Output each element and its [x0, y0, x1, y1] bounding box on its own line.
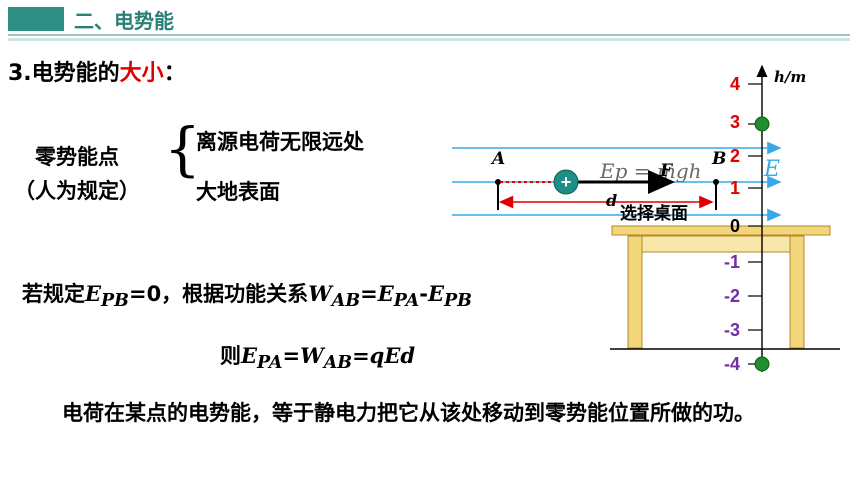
eq1-minus: - — [419, 282, 428, 306]
eq2-sub-ab: AB — [323, 353, 353, 374]
subtitle-highlight: 大小 — [119, 61, 164, 86]
position-dot — [754, 116, 770, 132]
header-title: 二、电势能 — [74, 9, 174, 33]
tick-label: 4 — [730, 74, 740, 94]
position-dot — [754, 356, 770, 372]
zero-point-line2: （人为规定） — [14, 179, 140, 203]
tick-label: 1 — [730, 178, 740, 198]
tick-label: 3 — [730, 112, 740, 132]
axis-label: h/m — [774, 68, 806, 86]
point-b-dot — [713, 179, 719, 185]
equation-work-energy: 若规定EPB=0，根据功能关系WAB=EPA-EPB — [22, 278, 472, 311]
zero-point-line1: 零势能点 — [35, 145, 119, 169]
eq1-var-e: E — [85, 281, 102, 306]
header-divider-shadow — [8, 38, 850, 41]
eq1-equals: = — [360, 282, 378, 306]
charge-sign: + — [561, 172, 572, 192]
eq1-sub-pa: PA — [393, 291, 420, 312]
tick-label: 0 — [730, 216, 740, 236]
point-a-dot — [495, 179, 501, 185]
eq1-sub-ab: AB — [331, 291, 361, 312]
table-label: 选择桌面 — [620, 203, 688, 223]
eq2-var-e: E — [241, 343, 258, 368]
eq2-text: 则 — [220, 344, 241, 368]
header-divider — [8, 34, 850, 36]
eq1-var-w: W — [308, 281, 332, 306]
eq2-sub-pa: PA — [257, 353, 283, 374]
eq2-equals: = — [282, 344, 301, 368]
subtitle-prefix: 3.电势能的 — [8, 61, 120, 86]
eq1-sub-pb2: PB — [443, 291, 472, 312]
force-label: F — [659, 161, 674, 181]
field-label: E — [763, 157, 780, 182]
eq2-var-w: W — [300, 343, 324, 368]
eq1-zero: =0，根据功能关系 — [128, 282, 309, 306]
zero-point-label: 零势能点 （人为规定） — [14, 140, 140, 208]
tick-label: -4 — [724, 354, 740, 374]
option-infinity: 离源电荷无限远处 — [196, 130, 364, 154]
tick-label: -1 — [724, 252, 740, 272]
point-b-label: B — [711, 149, 726, 169]
subtitle-suffix: ： — [163, 61, 186, 86]
tick-label: -3 — [724, 320, 740, 340]
option-ground: 大地表面 — [196, 180, 280, 204]
eq1-var-e2: E — [377, 281, 394, 306]
header-accent-block — [8, 7, 64, 31]
eq1-sub-pb: PB — [101, 291, 129, 312]
equation-result: 则EPA=WAB=qEd — [220, 340, 415, 373]
brace-symbol: { — [164, 115, 201, 183]
eq1-var-e3: E — [427, 281, 444, 306]
tick-label: 2 — [730, 146, 740, 166]
positive-charge — [553, 169, 579, 195]
section-subtitle: 3.电势能的大小： — [8, 55, 186, 87]
conclusion-paragraph: 电荷在某点的电势能，等于静电力把它从该处移动到零势能位置所做的功。 — [62, 401, 755, 425]
distance-label: d — [606, 191, 617, 210]
tick-label: -2 — [724, 286, 740, 306]
eq1-text: 若规定 — [22, 282, 85, 306]
point-a-label: A — [490, 149, 505, 169]
ep-formula: Ep = mgh — [599, 159, 702, 183]
table-graphic — [610, 225, 840, 350]
eq2-rest: =qEd — [352, 343, 416, 368]
